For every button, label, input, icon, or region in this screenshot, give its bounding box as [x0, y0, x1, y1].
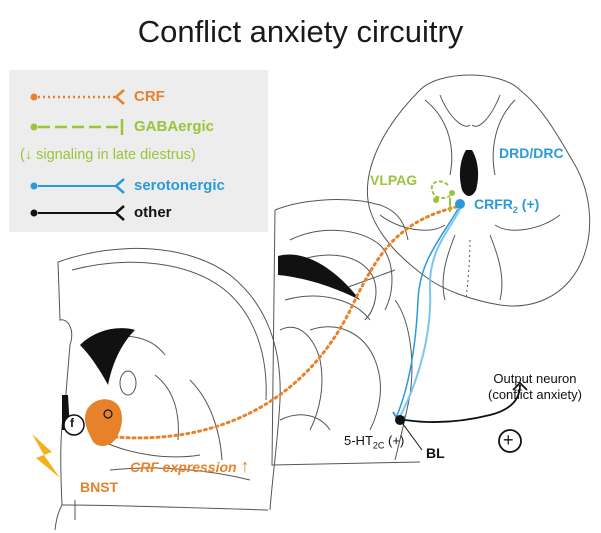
plus-sign: +	[503, 430, 514, 450]
gaba-loop	[430, 180, 451, 199]
label-crfr2: CRFR2 (+)	[474, 196, 540, 215]
label-output-neuron: Output neuron(conflict anxiety)	[488, 371, 582, 402]
legend-gaba-note: (↓ signaling in late diestrus)	[20, 147, 196, 163]
lateral-ventricle-left	[80, 328, 135, 385]
legend-gaba-dot	[30, 123, 38, 131]
legend-box	[9, 70, 268, 232]
legend-other-terminal	[114, 205, 125, 221]
plus-circle-icon	[498, 429, 522, 453]
fornix-circle	[63, 414, 85, 436]
output-projection	[404, 384, 521, 423]
bnst-neuron	[103, 409, 113, 419]
label-vlpag: VLPAG	[370, 172, 418, 188]
legend-label-gabaergic: GABAergic	[134, 118, 215, 135]
label-bnst: BNST	[80, 479, 119, 495]
legend-label-other: other	[134, 204, 172, 221]
legend-crf-terminal	[114, 89, 125, 105]
aqueduct	[459, 150, 479, 196]
lightning-bolt-icon	[32, 434, 60, 478]
label-drd-drc: DRD/DRC	[499, 145, 564, 161]
serotonergic-projection	[397, 208, 461, 421]
vlpag-dot	[433, 197, 439, 203]
legend-label-crf: CRF	[134, 88, 165, 105]
legend-sero-terminal	[114, 178, 125, 194]
serotonergic-projection-2	[395, 208, 459, 419]
vlpag-neuron	[449, 190, 455, 196]
label-crf-expression: CRF expression ↑	[130, 456, 250, 476]
label-bl: BL	[426, 445, 445, 461]
middle-section	[271, 199, 421, 466]
nucleus-outline	[119, 370, 137, 396]
up-arrow-icon: ↑	[240, 456, 250, 476]
crf-projection	[113, 204, 462, 440]
bnst-region	[85, 399, 122, 446]
lateral-ventricle-middle	[278, 254, 360, 300]
output-terminal	[512, 381, 528, 391]
legend-symbols	[30, 89, 125, 221]
bl-pointer	[399, 419, 423, 451]
legend-sero-dot	[30, 182, 38, 190]
legend-crf-dot	[30, 93, 38, 101]
label-fornix: f	[70, 416, 74, 430]
legend-label-serotonergic: serotonergic	[134, 177, 225, 194]
figure-title: Conflict anxiety circuitry	[137, 14, 464, 49]
down-arrow-icon: ↓	[24, 147, 33, 163]
legend-other-dot	[30, 209, 38, 217]
drd-neuron	[455, 199, 465, 209]
left-coronal-section	[54, 247, 281, 531]
label-5ht2c: 5-HT2C (+)	[344, 433, 405, 451]
brainstem-section	[366, 74, 591, 307]
